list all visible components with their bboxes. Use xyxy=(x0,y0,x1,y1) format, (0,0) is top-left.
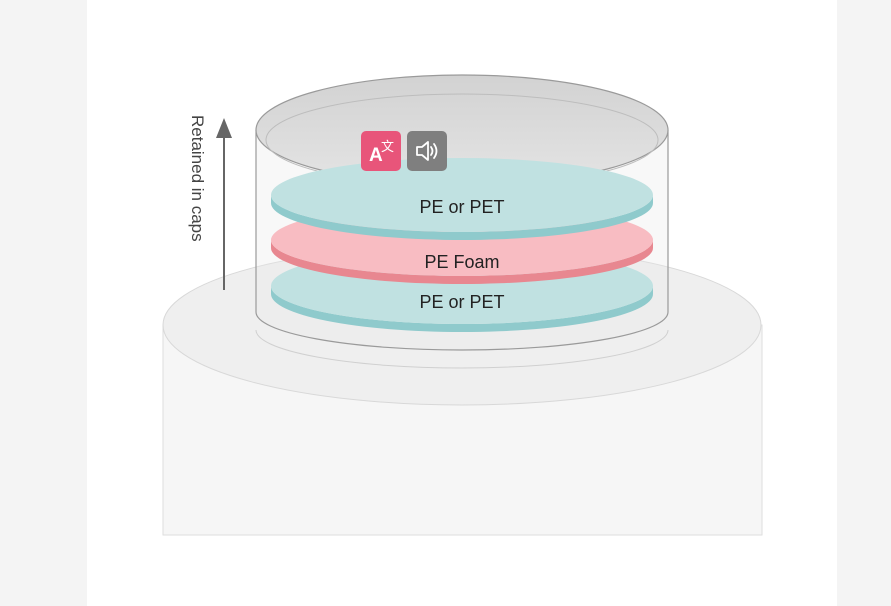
svg-text:文: 文 xyxy=(381,140,394,155)
speaker-button[interactable] xyxy=(407,131,447,171)
translate-icon: A 文 xyxy=(366,136,396,166)
popup-toolbar: A 文 xyxy=(361,131,447,171)
liner-layer-top: PE or PET xyxy=(271,158,653,240)
layer-label-top: PE or PET xyxy=(419,197,504,217)
retained-label: Retained in caps xyxy=(188,115,207,242)
layer-label-foam: PE Foam xyxy=(424,252,499,272)
translate-button[interactable]: A 文 xyxy=(361,131,401,171)
speaker-icon xyxy=(412,136,442,166)
svg-text:A: A xyxy=(369,145,383,166)
layer-label-bottom: PE or PET xyxy=(419,292,504,312)
retained-arrow xyxy=(216,118,232,290)
